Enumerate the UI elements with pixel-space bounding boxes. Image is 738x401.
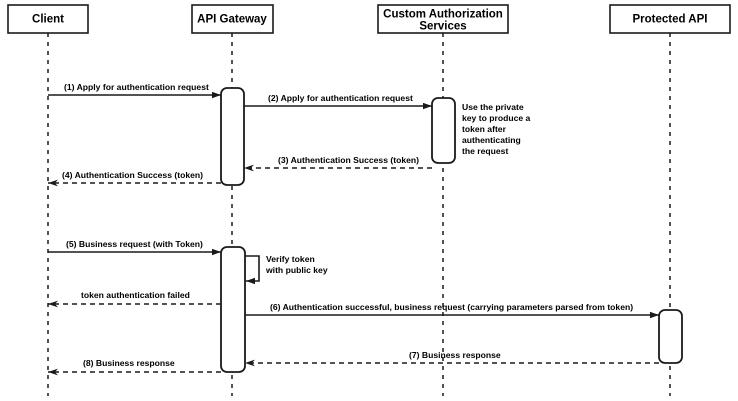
activation-bar-auth-service-activation[interactable] xyxy=(431,97,456,164)
self-message-label-verify-token-self-call-line2: with public key xyxy=(265,265,328,275)
lifeline-protected-api: Protected API xyxy=(609,4,731,396)
activation-bar-gateway-business-activation[interactable] xyxy=(220,246,246,373)
lifeline-box-api-gateway[interactable] xyxy=(191,4,274,34)
message-label-msg-4: (4) Authentication Success (token) xyxy=(62,170,203,180)
self-message-layer xyxy=(245,255,260,285)
message-label-msg-3: (3) Authentication Success (token) xyxy=(278,155,419,165)
message-label-msg-7: (7) Business response xyxy=(409,350,501,360)
lifeline-label-custom-authorization-services: Custom Authorization xyxy=(383,9,503,21)
message-label-msg-token-failed: token authentication failed xyxy=(81,290,190,300)
self-message-arrow-verify-token-self-call[interactable] xyxy=(245,255,260,285)
lifeline-box-protected-api[interactable] xyxy=(609,4,731,34)
activation-bar-protected-api-activation[interactable] xyxy=(658,309,683,364)
messages-layer xyxy=(48,91,659,376)
note-line-2: key to produce a xyxy=(462,113,531,123)
lifeline-api-gateway: API Gateway xyxy=(191,4,274,396)
activation-bar-gateway-auth-activation[interactable] xyxy=(220,87,245,186)
lifeline-client: Client xyxy=(7,4,89,396)
message-label-msg-8: (8) Business response xyxy=(83,358,175,368)
lifeline-label-custom-authorization-services-line2: Services xyxy=(419,21,466,33)
message-label-msg-2: (2) Apply for authentication request xyxy=(268,93,413,103)
note-line-4: authenticating xyxy=(462,135,521,145)
lifelines-layer: Client API Gateway Custom AuthorizationSer… xyxy=(7,4,731,396)
lifeline-label-client: Client xyxy=(32,14,64,26)
message-label-msg-1: (1) Apply for authentication request xyxy=(64,82,209,92)
lifeline-label-api-gateway: API Gateway xyxy=(197,14,267,26)
self-message-label-verify-token-self-call-line1: Verify token xyxy=(266,254,315,264)
activations-layer xyxy=(220,87,683,373)
labels-layer: (1) Apply for authentication request (2) … xyxy=(62,82,633,368)
message-label-msg-5: (5) Business request (with Token) xyxy=(66,239,203,249)
lifeline-box-client[interactable] xyxy=(7,4,89,34)
lifeline-box-custom-authorization-services[interactable] xyxy=(377,4,509,34)
note-line-5: the request xyxy=(462,146,508,156)
note-line-1: Use the private xyxy=(462,102,524,112)
message-label-msg-6: (6) Authentication successful, business … xyxy=(270,302,633,312)
note-line-3: token after xyxy=(462,124,507,134)
lifeline-label-protected-api: Protected API xyxy=(633,14,708,26)
